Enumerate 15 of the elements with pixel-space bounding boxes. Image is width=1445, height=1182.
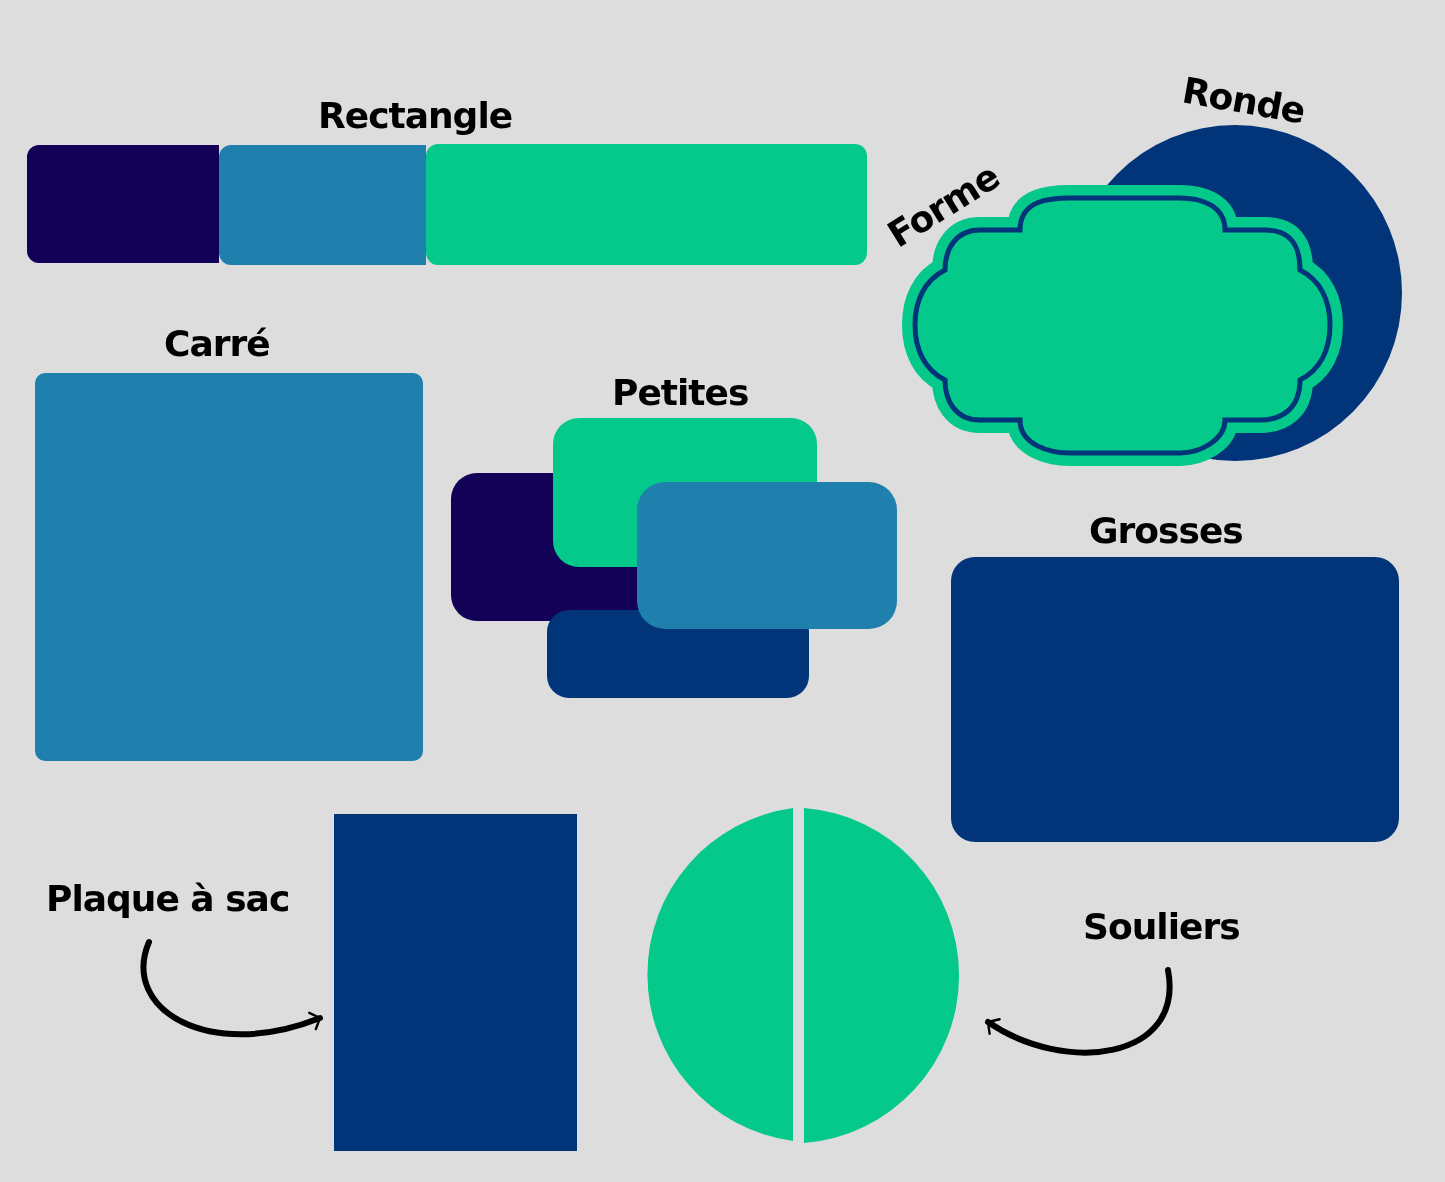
callout-text: Souliers [1083, 906, 1240, 947]
shape-heading: Rectangle [318, 95, 513, 136]
color-bar [426, 144, 867, 265]
rounded-rectangle [334, 814, 577, 1151]
color-bar [219, 145, 426, 265]
rounded-rectangle [951, 557, 1399, 842]
curved-arrow [985, 967, 1173, 1056]
callout-text: Plaque à sac [46, 878, 290, 919]
shape-heading: Grosses [1089, 510, 1243, 551]
rounded-rectangle [35, 373, 423, 761]
color-bar [27, 145, 219, 263]
shape-heading: Carré [164, 323, 270, 364]
curved-arrow [140, 939, 323, 1038]
shape-heading: Petites [612, 372, 749, 413]
shape-heading: Ronde [1179, 69, 1308, 132]
